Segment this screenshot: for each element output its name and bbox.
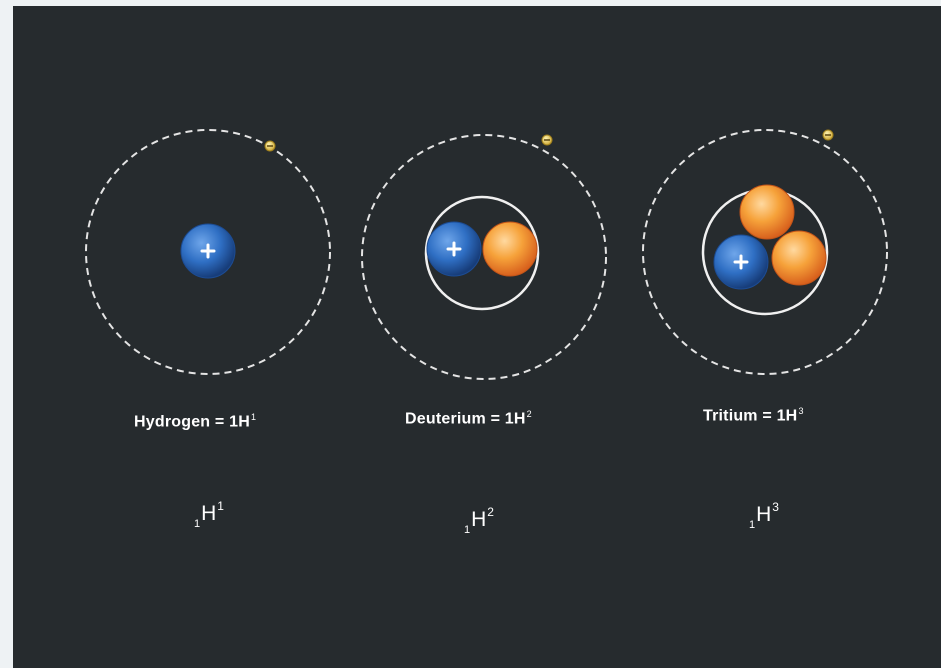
proton: [713, 234, 769, 290]
caption-mass: 1: [250, 412, 257, 422]
electron-orbit: [642, 129, 888, 375]
caption-hydrogen: Hydrogen = 1H1: [134, 412, 256, 431]
neutron: [771, 230, 827, 286]
element-symbol: H: [756, 503, 772, 526]
mass-number: 2: [487, 505, 494, 519]
caption-deuterium: Deuterium = 1H2: [405, 409, 532, 428]
neutron: [739, 184, 795, 240]
notation-hydrogen: 1H1: [194, 499, 224, 530]
electron-orbit: [85, 129, 331, 375]
isotope-diagram: [85, 129, 888, 380]
atomic-number: 1: [464, 524, 471, 536]
electron-orbit: [361, 134, 607, 380]
proton: [426, 221, 482, 277]
element-symbol: H: [201, 502, 217, 525]
caption-name: Hydrogen = 1H: [134, 413, 250, 431]
notation-deuterium: 1H2: [464, 505, 494, 536]
atom-tritium: [642, 129, 888, 375]
mass-number: 1: [217, 499, 224, 513]
caption-name: Deuterium = 1H: [405, 410, 526, 428]
atomic-number: 1: [194, 518, 201, 530]
mass-number: 3: [772, 500, 779, 514]
atomic-number: 1: [749, 519, 756, 531]
caption-mass: 2: [526, 409, 532, 419]
atom-deuterium: [361, 134, 607, 380]
plus-icon: [200, 243, 216, 259]
plus-icon: [733, 254, 749, 270]
notation-tritium: 1H3: [749, 500, 779, 531]
element-symbol: H: [471, 508, 487, 531]
atom-hydrogen: [85, 129, 331, 375]
neutron: [482, 221, 538, 277]
plus-icon: [446, 241, 462, 257]
caption-tritium: Tritium = 1H3: [703, 406, 804, 425]
electron: [541, 134, 553, 146]
caption-name: Tritium = 1H: [703, 407, 798, 425]
electron: [822, 129, 834, 141]
electron: [264, 140, 276, 152]
proton: [180, 223, 236, 279]
caption-mass: 3: [798, 406, 804, 416]
nucleus-boundary: [424, 195, 540, 311]
diagram-board: Hydrogen = 1H1 Deuterium = 1H2 Tritium =…: [13, 6, 941, 668]
